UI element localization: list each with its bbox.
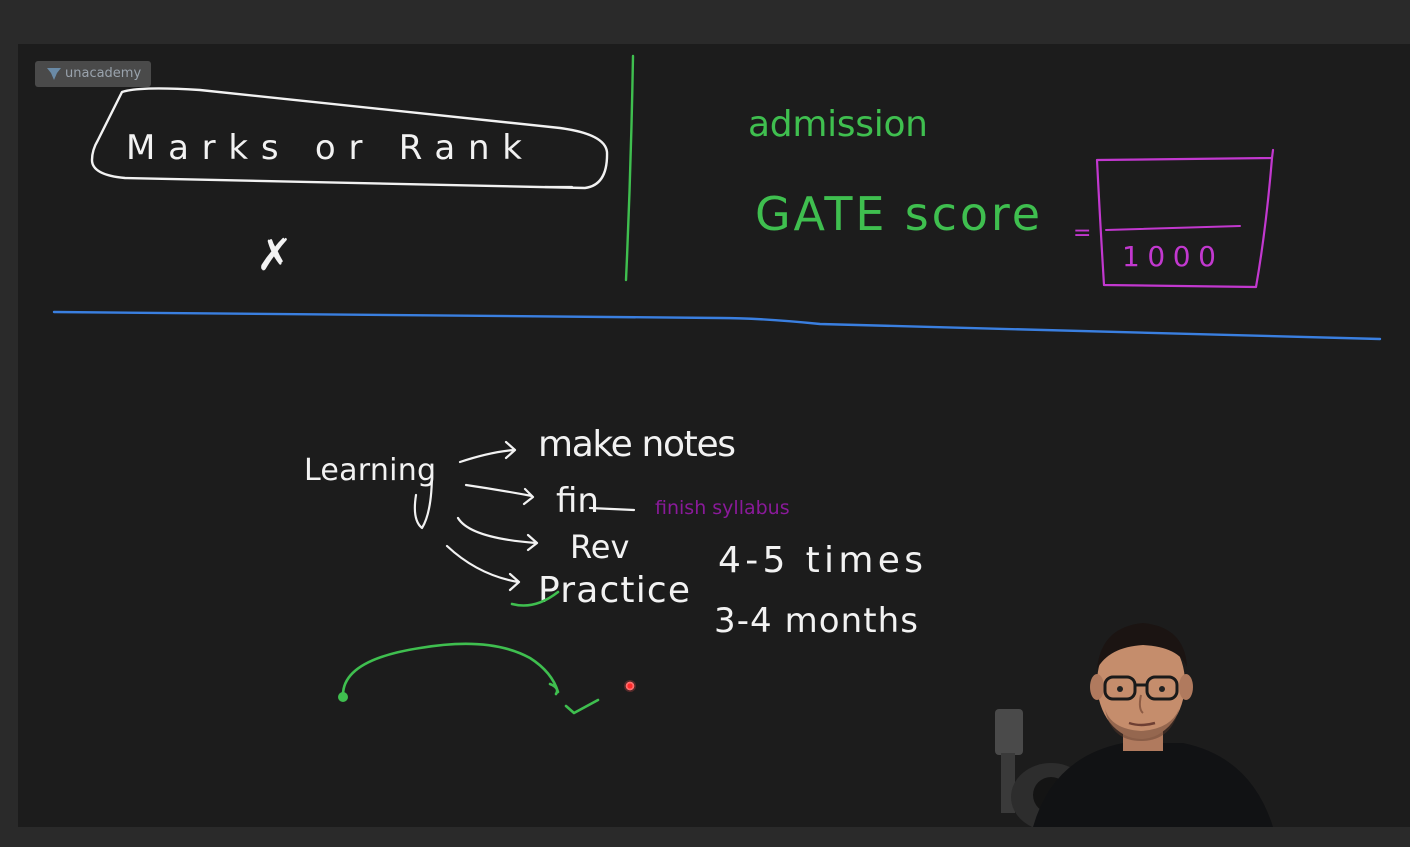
microphone-icon	[995, 709, 1023, 755]
arrow-revision	[456, 516, 539, 552]
arrow-practice	[445, 544, 521, 592]
score-fraction-box	[1095, 148, 1275, 289]
denominator-text: 1000	[1122, 240, 1216, 273]
presenter-webcam	[993, 617, 1278, 827]
typed-note-finish-syllabus: finish syllabus	[655, 497, 790, 519]
green-arc-dot	[338, 692, 348, 702]
marks-rank-text: Marks or Rank	[126, 128, 522, 168]
gate-score-text: GATE score	[755, 187, 1040, 241]
blue-separator-line	[52, 310, 1382, 341]
green-divider-line	[624, 54, 635, 282]
times-text: 4-5 times	[718, 540, 923, 581]
practice-text: Practice	[538, 570, 690, 611]
brand-name: unacademy	[65, 66, 142, 81]
learning-text: Learning	[304, 453, 436, 488]
unacademy-logo-icon	[47, 68, 61, 80]
laser-pointer-icon	[624, 680, 636, 692]
fraction-bar	[1105, 225, 1241, 231]
learning-loop	[413, 470, 434, 530]
finish-underline	[588, 506, 636, 512]
arrow-make-notes	[458, 440, 517, 464]
make-notes-text: make notes	[538, 424, 736, 465]
arrow-finish	[464, 483, 535, 506]
green-check-mark	[548, 682, 600, 715]
admission-text: admission	[748, 104, 928, 145]
practice-green-check	[510, 590, 560, 607]
marks-rank-box	[90, 87, 609, 190]
brand-watermark: unacademy	[35, 61, 151, 87]
months-text: 3-4 months	[714, 601, 918, 641]
equals-sign: =	[1073, 221, 1091, 246]
revision-short-text: Rev	[570, 528, 629, 566]
green-arc	[341, 642, 560, 698]
finish-short-text: fin	[556, 481, 599, 521]
cross-mark: ✗	[256, 230, 293, 281]
